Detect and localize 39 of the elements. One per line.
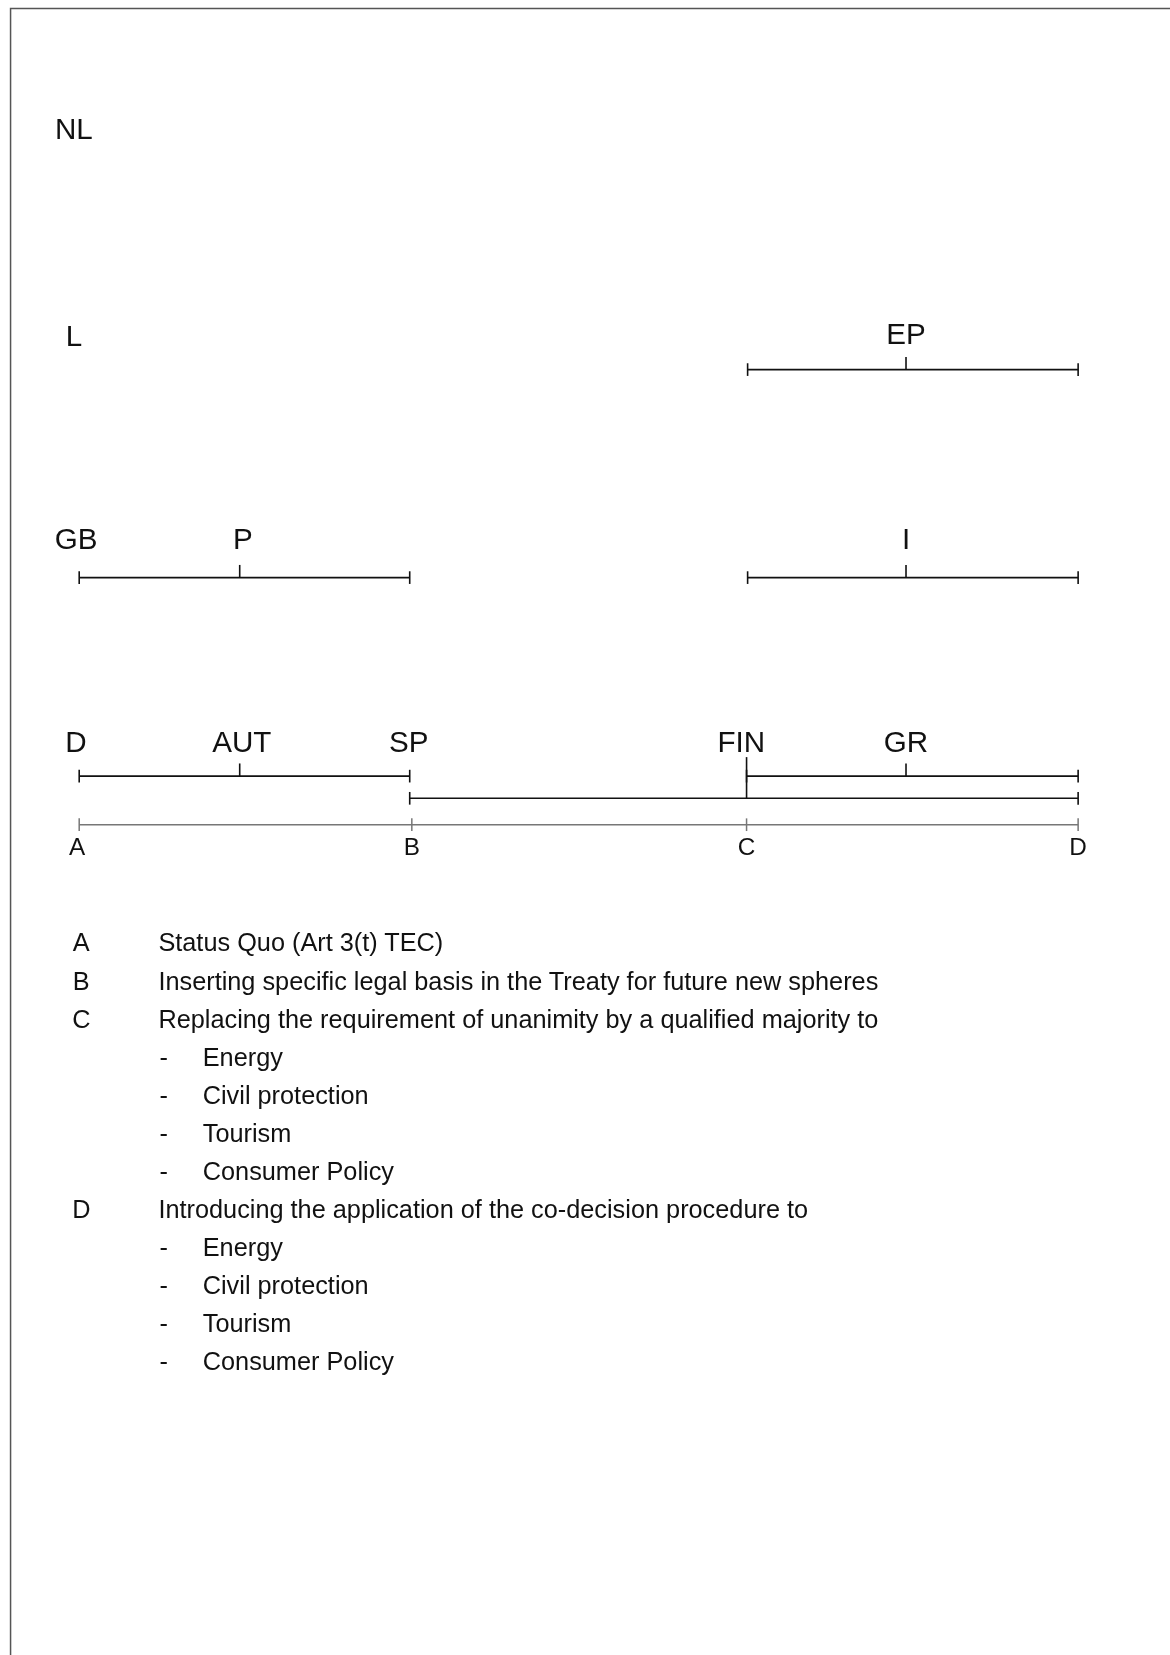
list-item: Tourism xyxy=(202,1121,292,1147)
country-label: EP xyxy=(886,318,926,349)
country-label: P xyxy=(233,523,253,554)
country-label: L xyxy=(65,321,83,351)
country-label: FIN xyxy=(717,727,766,758)
list-dash: - xyxy=(159,1045,168,1071)
list-dash: - xyxy=(159,1121,168,1147)
list-item: Energy xyxy=(202,1045,283,1071)
legend-text: Inserting specific legal basis in the Treaty for future new spheres xyxy=(158,969,879,995)
list-dash: - xyxy=(159,1159,168,1185)
country-label: I xyxy=(901,523,911,554)
list-item: Tourism xyxy=(202,1311,292,1337)
list-item: Civil protection xyxy=(202,1273,369,1299)
country-label: NL xyxy=(55,114,93,144)
country-label: GB xyxy=(54,523,98,554)
axis-label: D xyxy=(1069,834,1087,859)
list-item: Civil protection xyxy=(202,1083,369,1109)
axis-label: A xyxy=(68,834,86,859)
country-label: GR xyxy=(883,727,929,758)
legend-key: C xyxy=(72,1007,91,1033)
legend-text: Introducing the application of the co-decision procedure to xyxy=(158,1197,809,1223)
list-item: Consumer Policy xyxy=(202,1159,394,1185)
list-dash: - xyxy=(159,1083,168,1109)
country-label: AUT xyxy=(212,727,272,758)
axis-label: B xyxy=(403,834,420,859)
legend-key: A xyxy=(72,930,90,956)
list-dash: - xyxy=(159,1349,168,1375)
legend-key: D xyxy=(72,1197,91,1223)
legend-text: Replacing the requirement of unanimity by a qualified majority to xyxy=(158,1007,879,1033)
axis-label: C xyxy=(737,834,756,859)
legend-text: Status Quo (Art 3(t) TEC) xyxy=(158,930,444,956)
list-dash: - xyxy=(159,1311,168,1337)
country-label: D xyxy=(65,727,87,758)
list-item: Energy xyxy=(202,1235,283,1261)
list-dash: - xyxy=(159,1273,168,1299)
list-dash: - xyxy=(159,1235,168,1261)
legend-key: B xyxy=(72,969,90,995)
country-label: SP xyxy=(388,727,429,758)
list-item: Consumer Policy xyxy=(202,1349,394,1375)
